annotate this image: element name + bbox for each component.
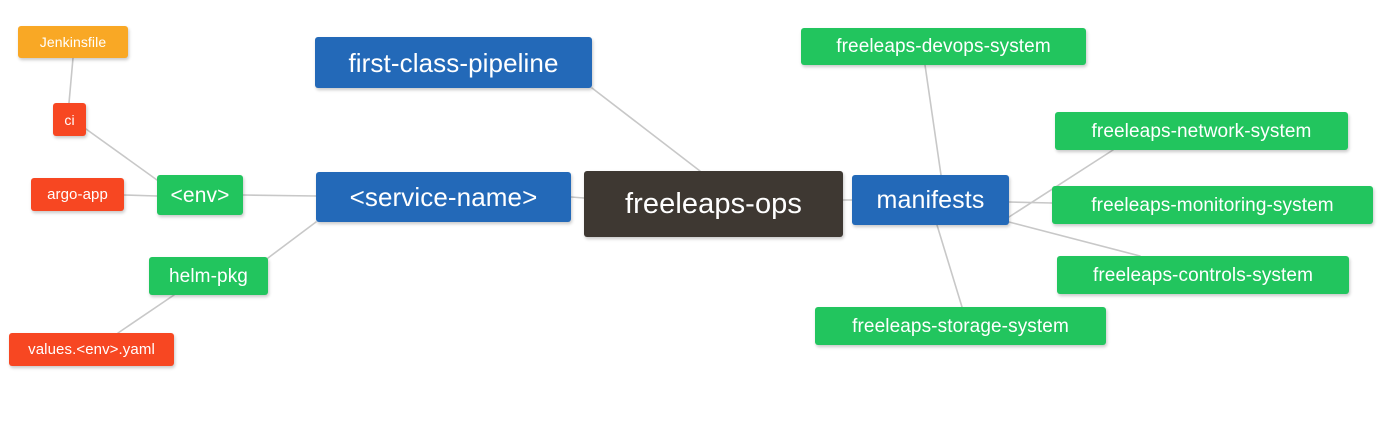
- edge-jenkinsfile-to-ci: [68, 57, 74, 104]
- node-manifests[interactable]: manifests: [852, 175, 1009, 225]
- node-devops-system[interactable]: freeleaps-devops-system: [801, 28, 1086, 65]
- node-ci[interactable]: ci: [53, 103, 86, 136]
- node-service-name[interactable]: <service-name>: [316, 172, 571, 222]
- node-label-values-yaml: values.<env>.yaml: [28, 341, 155, 358]
- node-label-jenkinsfile: Jenkinsfile: [39, 34, 107, 50]
- node-label-ci: ci: [64, 111, 75, 128]
- node-label-devops-system: freeleaps-devops-system: [836, 36, 1051, 57]
- node-label-monitoring-system: freeleaps-monitoring-system: [1091, 194, 1334, 216]
- node-label-first-class: first-class-pipeline: [348, 47, 559, 78]
- node-env[interactable]: <env>: [157, 175, 243, 215]
- node-controls-system[interactable]: freeleaps-controls-system: [1057, 256, 1349, 294]
- node-monitoring-system[interactable]: freeleaps-monitoring-system: [1052, 186, 1373, 224]
- edge-manifests-to-monitoring-system: [1008, 201, 1053, 204]
- node-label-storage-system: freeleaps-storage-system: [852, 315, 1069, 337]
- node-argo-app[interactable]: argo-app: [31, 178, 124, 211]
- node-storage-system[interactable]: freeleaps-storage-system: [815, 307, 1106, 345]
- node-values-yaml[interactable]: values.<env>.yaml: [9, 333, 174, 366]
- node-jenkinsfile[interactable]: Jenkinsfile: [18, 26, 128, 58]
- edge-helm-pkg-to-values-yaml: [117, 294, 175, 334]
- edge-manifests-to-devops-system: [924, 64, 942, 176]
- node-label-helm-pkg: helm-pkg: [169, 265, 248, 287]
- edge-env-to-service-name: [242, 194, 317, 197]
- edge-argo-app-to-env: [123, 194, 158, 197]
- edge-manifests-to-storage-system: [936, 224, 963, 308]
- node-network-system[interactable]: freeleaps-network-system: [1055, 112, 1348, 150]
- node-helm-pkg[interactable]: helm-pkg: [149, 257, 268, 295]
- node-label-argo-app: argo-app: [47, 186, 108, 203]
- node-label-service-name: <service-name>: [349, 182, 538, 212]
- node-label-freeleaps-ops: freeleaps-ops: [624, 187, 802, 220]
- node-label-manifests: manifests: [876, 185, 985, 214]
- node-label-network-system: freeleaps-network-system: [1091, 120, 1312, 142]
- edge-service-name-to-helm-pkg: [267, 221, 317, 259]
- node-label-controls-system: freeleaps-controls-system: [1092, 264, 1314, 286]
- node-label-env: <env>: [170, 183, 230, 207]
- node-first-class[interactable]: first-class-pipeline: [315, 37, 592, 88]
- edge-ci-to-env: [85, 128, 158, 181]
- edge-service-name-to-freeleaps-ops: [570, 196, 585, 199]
- edge-manifests-to-controls-system: [1008, 221, 1141, 257]
- node-freeleaps-ops[interactable]: freeleaps-ops: [584, 171, 843, 237]
- edge-first-class-to-freeleaps-ops: [591, 87, 701, 172]
